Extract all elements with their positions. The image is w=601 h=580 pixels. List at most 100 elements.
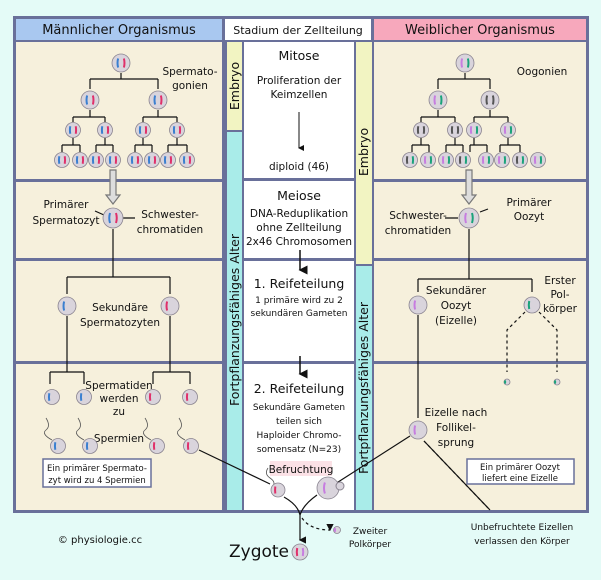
second-division-stage: 2. Reifeteilung Sekundäre Gameten teilen… xyxy=(253,381,345,476)
spermatogonium-cell xyxy=(72,152,88,168)
svg-text:gonien: gonien xyxy=(172,80,208,92)
svg-text:Sekundäre Gameten: Sekundäre Gameten xyxy=(253,403,345,413)
secondary-spermatocyte-cell xyxy=(160,296,180,316)
spermatogonium-cell xyxy=(135,122,151,138)
spermatogonium-cell xyxy=(179,152,195,168)
meiosis-stage: Meiose DNA-Reduplikation ohne Zellteilun… xyxy=(246,188,352,275)
embryo-label-right: Embryo xyxy=(356,128,371,176)
svg-text:sekundären Gameten: sekundären Gameten xyxy=(251,309,348,319)
spermatogonium-cell xyxy=(144,152,160,168)
spermatogonium-cell xyxy=(80,90,100,110)
zygote-cell xyxy=(291,543,309,561)
svg-text:körper: körper xyxy=(543,303,578,315)
svg-text:(Eizelle): (Eizelle) xyxy=(435,315,477,327)
svg-text:Unbefruchtete Eizellen: Unbefruchtete Eizellen xyxy=(471,523,573,533)
oogonium-cell xyxy=(413,122,429,138)
spermatogonium-cell xyxy=(148,90,168,110)
oogonium-cell xyxy=(447,122,463,138)
fertile-label-right: Fortpflanzungsfähiges Alter xyxy=(356,301,371,474)
male-labels: Spermato- gonien Primärer Spermatozyt Sc… xyxy=(33,66,218,445)
spermatid-cell xyxy=(145,389,161,405)
oogonium-cell xyxy=(480,90,500,110)
svg-text:Primärer: Primärer xyxy=(507,197,553,209)
female-labels: Oogonien Primärer Oozyt Schwester- chrom… xyxy=(385,66,578,547)
zygote-label: Zygote xyxy=(229,542,289,562)
male-header xyxy=(16,19,222,40)
svg-text:diploid (46): diploid (46) xyxy=(269,161,329,173)
spermatid-cell xyxy=(44,389,60,405)
svg-text:Schwester-: Schwester- xyxy=(389,210,447,222)
oogonium-cell xyxy=(500,122,516,138)
embryo-strip-left xyxy=(227,42,242,130)
svg-text:1. Reifeteilung: 1. Reifeteilung xyxy=(254,276,345,291)
svg-text:Spermien: Spermien xyxy=(94,433,144,445)
first-division-stage: 1. Reifeteilung 1 primäre wird zu 2 seku… xyxy=(251,276,348,379)
female-note-box xyxy=(466,458,575,485)
oogonium-cell xyxy=(478,152,494,168)
oogonium-cell xyxy=(402,152,418,168)
primary-spermatocyte-cell xyxy=(102,207,124,229)
svg-text:Oozyt: Oozyt xyxy=(441,300,472,312)
svg-text:chromatiden: chromatiden xyxy=(385,225,451,237)
secondary-oocyte-cell xyxy=(408,295,428,315)
polar-body-cell xyxy=(553,378,561,386)
fertile-strip-left xyxy=(227,132,242,510)
embryo-strip-right xyxy=(356,42,372,264)
svg-text:Eizelle nach: Eizelle nach xyxy=(425,407,488,419)
second-polar-body-cell xyxy=(333,526,341,534)
svg-text:Sekundäre: Sekundäre xyxy=(92,302,148,314)
oogonium-cell xyxy=(455,53,475,73)
svg-text:zu: zu xyxy=(113,406,125,418)
svg-text:Spermatiden: Spermatiden xyxy=(85,380,152,392)
svg-text:Follikel-: Follikel- xyxy=(436,422,476,434)
sperm-cell xyxy=(183,438,199,454)
spermatogonium-cell xyxy=(111,53,131,73)
fertilization-label: Befruchtung xyxy=(269,464,334,476)
oogonium-cell xyxy=(438,152,454,168)
male-note-box xyxy=(42,458,152,488)
svg-text:Haploider Chromo-: Haploider Chromo- xyxy=(257,431,342,441)
oogonium-cell xyxy=(420,152,436,168)
sperm-cell xyxy=(50,438,66,454)
spermatogonium-cell xyxy=(127,152,143,168)
svg-text:Primärer: Primärer xyxy=(44,199,90,211)
second-polar-label: Polkörper xyxy=(349,540,391,550)
oogonium-cell xyxy=(494,152,510,168)
spermatogonium-cell xyxy=(54,152,70,168)
stage-column xyxy=(244,42,354,510)
ovulated-egg-cell xyxy=(408,420,428,440)
embryo-label-left: Embryo xyxy=(227,62,242,110)
svg-text:somensatz (N=23): somensatz (N=23) xyxy=(257,445,341,455)
svg-text:sprung: sprung xyxy=(438,437,474,449)
egg-at-fertilization-cell xyxy=(316,476,340,500)
stage-header-label: Stadium der Zellteilung xyxy=(233,24,363,37)
svg-text:1 primäre wird zu 2: 1 primäre wird zu 2 xyxy=(255,296,343,306)
oogonium-cell xyxy=(455,152,471,168)
spermatogonium-cell xyxy=(169,122,185,138)
female-note: liefert eine Eizelle xyxy=(482,474,558,484)
spermatogonium-cell xyxy=(65,122,81,138)
svg-text:Erster: Erster xyxy=(544,275,576,287)
spermatid-cell xyxy=(182,389,198,405)
svg-text:Spermatozyt: Spermatozyt xyxy=(33,215,100,227)
fertile-label-left: Fortpflanzungsfähiges Alter xyxy=(227,233,242,406)
svg-text:DNA-Reduplikation: DNA-Reduplikation xyxy=(250,208,348,220)
svg-text:Spermato-: Spermato- xyxy=(162,66,217,78)
spermatogonium-cell xyxy=(88,152,104,168)
svg-text:Oozyt: Oozyt xyxy=(514,211,545,223)
male-header-label: Männlicher Organismus xyxy=(42,23,196,38)
female-header-label: Weiblicher Organismus xyxy=(405,23,555,38)
svg-text:Pol-: Pol- xyxy=(550,289,569,301)
cells xyxy=(44,53,561,561)
svg-text:Schwester-: Schwester- xyxy=(141,209,199,221)
svg-text:verlassen den Körper: verlassen den Körper xyxy=(474,537,570,547)
oogonium-cell xyxy=(530,152,546,168)
secondary-spermatocyte-cell xyxy=(57,296,77,316)
svg-text:Proliferation der: Proliferation der xyxy=(257,75,342,87)
svg-text:Spermatozyten: Spermatozyten xyxy=(80,317,160,329)
svg-text:werden: werden xyxy=(100,393,139,405)
svg-text:Oogonien: Oogonien xyxy=(517,66,567,78)
spermatogonium-cell xyxy=(105,152,121,168)
svg-text:Sekundärer: Sekundärer xyxy=(426,285,487,297)
polar-body-cell xyxy=(335,481,345,491)
